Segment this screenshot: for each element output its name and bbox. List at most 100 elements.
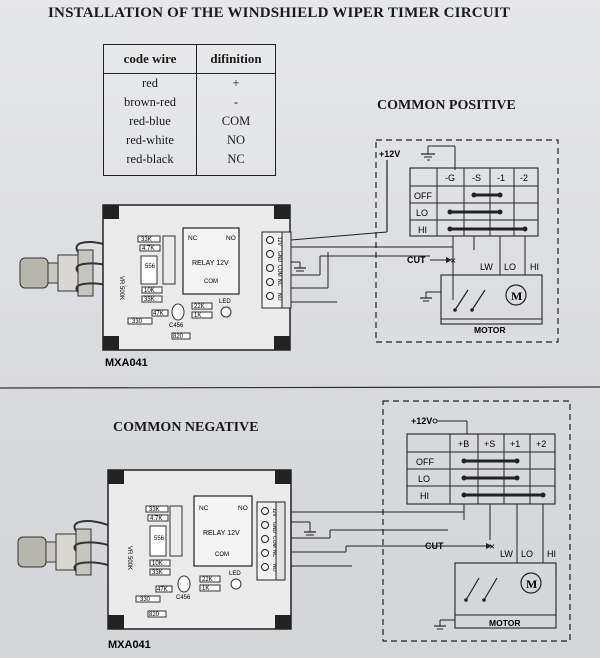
top-board-name: MXA041: [105, 357, 148, 369]
top-row-label: LO: [416, 208, 428, 218]
resistor-label: 10K: [144, 288, 155, 294]
top-motor-letter: M: [511, 289, 522, 303]
resistor-label: 33K: [144, 297, 155, 303]
top-pot-knob: [19, 257, 49, 289]
terminal-label: COM: [271, 536, 277, 548]
terminal-label: NC: [271, 550, 277, 558]
terminal-label: GND: [271, 522, 277, 534]
top-wiring: +12V -G -S -1 -2 OFF LO HI: [375, 139, 559, 343]
resistor-label: 820: [173, 334, 184, 340]
bottom-motor-box: [454, 562, 557, 629]
terminal-label: NO: [271, 564, 277, 572]
top-motor-term: LW: [480, 262, 493, 272]
terminal-label: 12V: [276, 237, 282, 247]
top-pcb: 33K 4.7K 556 VR 500K 10K 33K 330 47K 22K…: [19, 204, 292, 351]
definition-header: difinition: [196, 44, 276, 74]
resistor-label: 22K: [202, 577, 213, 583]
terminal-label: GND: [276, 251, 282, 263]
bottom-pcb: 33K 4.7K 556 VR 500K 10K 33K 330 47K 22K…: [17, 469, 292, 630]
resistor-label: 47K: [153, 311, 164, 317]
top-motor-symbol: [505, 284, 527, 306]
bottom-motor-symbol: [520, 572, 542, 594]
capacitor-label: C456: [169, 323, 184, 329]
bottom-col-label: +1: [510, 439, 520, 449]
resistor-label: 4.7K: [150, 516, 162, 522]
resistor-label: 33K: [141, 237, 152, 243]
bottom-motor-letter: M: [526, 577, 537, 591]
relay-no: NO: [226, 235, 236, 242]
relay-no: NO: [238, 505, 248, 512]
bottom-row-label: HI: [420, 491, 429, 501]
bottom-board-wires: [285, 511, 464, 567]
wire-definition: -: [196, 93, 276, 112]
top-relay: [182, 227, 240, 295]
ic-label: 556: [154, 536, 165, 542]
top-cut-label: CUT: [407, 255, 426, 265]
resistor-label: 330: [132, 319, 143, 325]
bottom-motor-term: HI: [547, 549, 556, 559]
resistor-label: 330: [140, 597, 151, 603]
top-col-label: -2: [520, 173, 528, 183]
top-supply-label: +12V: [379, 149, 400, 159]
bottom-row-label: LO: [418, 474, 430, 484]
relay-label: RELAY 12V: [192, 260, 229, 267]
resistor-label: 33K: [152, 570, 163, 576]
resistor-label: 1K: [194, 313, 201, 319]
relay-nc: NC: [199, 505, 209, 512]
relay-com: COM: [215, 552, 229, 558]
relay-nc: NC: [188, 235, 198, 242]
ic-label: 556: [145, 264, 156, 270]
resistor-label: 10K: [152, 561, 163, 567]
top-board-wires: [290, 231, 453, 303]
bottom-board-name: MXA041: [108, 639, 151, 651]
pot-label: VR 500K: [126, 546, 132, 570]
top-row-label: HI: [418, 225, 427, 235]
relay-com: COM: [204, 279, 218, 285]
top-col-label: -1: [497, 173, 505, 183]
top-motor-term: LO: [504, 262, 516, 272]
bottom-motor-term: LW: [500, 549, 513, 559]
resistor-label: 820: [149, 612, 160, 618]
resistor-label: 22K: [194, 304, 205, 310]
bottom-relay: [193, 495, 253, 567]
wire-definition: +: [196, 73, 276, 93]
bottom-pot-knob: [17, 536, 47, 568]
resistor-label: 33K: [149, 507, 160, 513]
resistor-label: 1K: [202, 586, 209, 592]
bottom-supply-label: +12V: [411, 416, 432, 426]
table-row: red+: [103, 73, 276, 93]
top-motor-box: [440, 274, 543, 325]
svg-text:×: ×: [489, 541, 495, 553]
terminal-label: COM: [276, 265, 282, 277]
common-positive-heading: COMMON POSITIVE: [377, 98, 516, 113]
svg-text:×: ×: [450, 255, 456, 267]
bottom-row-label: OFF: [416, 457, 434, 467]
top-ic-chip: [140, 255, 158, 285]
wire-color: red-blue: [103, 112, 197, 131]
terminal-label: NO: [276, 293, 282, 301]
top-motor-term: HI: [530, 262, 539, 272]
led-label: LED: [219, 299, 231, 305]
code-wire-table: code wire difinition red+ brown-red- red…: [103, 44, 276, 176]
code-wire-header: code wire: [103, 44, 197, 74]
resistor-label: 47K: [157, 587, 168, 593]
bottom-motor-term: LO: [521, 549, 533, 559]
led-label: LED: [229, 571, 241, 577]
top-col-label: -S: [472, 173, 481, 183]
relay-label: RELAY 12V: [203, 530, 240, 537]
code-table-header: code wire difinition: [103, 44, 276, 74]
bottom-col-label: +S: [484, 439, 495, 449]
bottom-col-label: +B: [458, 439, 469, 449]
wire-definition: NO: [196, 131, 276, 150]
bottom-dashed-frame: [382, 400, 571, 642]
bottom-ic-chip: [149, 525, 167, 557]
bottom-col-label: +2: [536, 439, 546, 449]
wire-color: brown-red: [103, 93, 197, 112]
section-divider: [0, 386, 600, 389]
table-row: brown-red-: [103, 93, 276, 112]
wire-definition: NC: [196, 150, 276, 176]
